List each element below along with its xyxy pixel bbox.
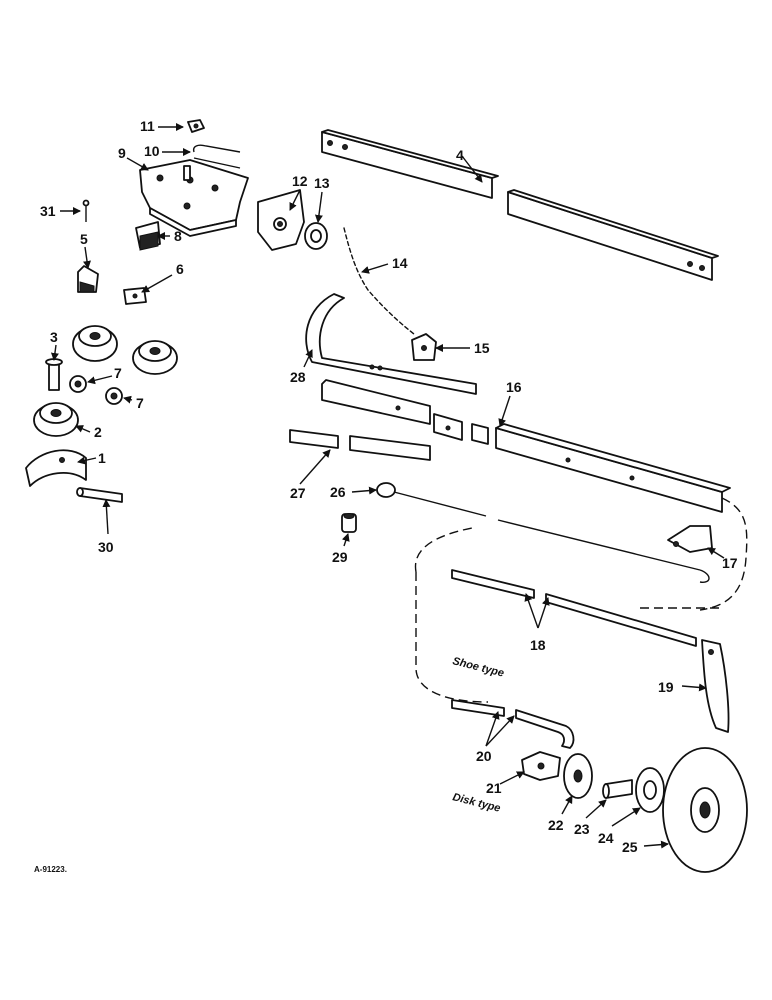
- callout-28: 28: [290, 369, 306, 385]
- u-bolt-part: [192, 144, 241, 169]
- callout-20: 20: [476, 748, 492, 764]
- callout-27: 27: [290, 485, 306, 501]
- callout-31: 31: [40, 203, 56, 219]
- hub-part: [635, 767, 665, 813]
- block-part: [471, 423, 489, 445]
- clevis-part: [411, 333, 437, 361]
- pulley-part: [132, 340, 178, 375]
- flange-part: [563, 753, 593, 799]
- callout-18: 18: [530, 637, 546, 653]
- callout-14: 14: [392, 255, 408, 271]
- callout-22: 22: [548, 817, 564, 833]
- shaft-part: [76, 487, 123, 503]
- callout-16: 16: [506, 379, 522, 395]
- roller-part: [304, 222, 328, 250]
- callout-8: 8: [174, 228, 182, 244]
- clip-part: [135, 221, 161, 251]
- bolt-part: [45, 358, 63, 391]
- callout-23: 23: [574, 821, 590, 837]
- nut-part: [105, 387, 123, 405]
- callout-29: 29: [332, 549, 348, 565]
- yoke-part: [521, 751, 561, 781]
- bracket-part: [77, 265, 99, 293]
- callout-labels: 1 2 3 4 5 6 7 7 8 9 10 11 12 13 14 15 16…: [40, 118, 738, 855]
- callout-24: 24: [598, 830, 614, 846]
- assembly-boundary: [414, 497, 748, 703]
- callout-15: 15: [474, 340, 490, 356]
- pulley-part: [33, 402, 79, 437]
- callout-10: 10: [144, 143, 160, 159]
- callout-3: 3: [50, 329, 58, 345]
- long-channel-part: [495, 423, 731, 513]
- callout-11: 11: [140, 118, 155, 134]
- bracket-part: [667, 525, 713, 553]
- washer-plate-part: [123, 287, 147, 305]
- channel-part: [321, 379, 431, 425]
- callout-7a: 7: [114, 365, 122, 381]
- rod-part: [451, 699, 575, 749]
- callout-12: 12: [292, 173, 308, 189]
- callout-1: 1: [98, 450, 106, 466]
- callout-21: 21: [486, 780, 502, 796]
- callout-26: 26: [330, 484, 346, 500]
- chain-part: [343, 227, 415, 335]
- eye-rod-part: [376, 482, 710, 583]
- callout-25: 25: [622, 839, 638, 855]
- callout-6: 6: [176, 261, 184, 277]
- callout-9: 9: [118, 145, 126, 161]
- callout-5: 5: [80, 231, 88, 247]
- callout-13: 13: [314, 175, 330, 191]
- mounting-plate-part: [139, 159, 249, 237]
- nut-part: [69, 375, 87, 393]
- shoe-part: [701, 639, 730, 733]
- pin-part: [82, 199, 90, 222]
- callout-2: 2: [94, 424, 102, 440]
- pulley-part: [72, 325, 118, 362]
- hanger-bracket-part: [257, 189, 305, 251]
- bar-part: [321, 129, 719, 281]
- callout-leaders: [50, 123, 725, 849]
- callout-19: 19: [658, 679, 674, 695]
- strap-part: [289, 429, 431, 461]
- caption-shoe-type: Shoe type: [451, 655, 505, 679]
- callout-7b: 7: [136, 395, 144, 411]
- callout-30: 30: [98, 539, 114, 555]
- shield-part: [25, 449, 87, 487]
- block-part: [433, 413, 463, 441]
- callout-17: 17: [722, 555, 738, 571]
- disk-blade-part: [662, 747, 748, 873]
- bushing-part: [341, 513, 357, 533]
- curved-arm-part: [305, 293, 477, 395]
- callout-4: 4: [456, 147, 464, 163]
- rod-part: [451, 569, 697, 647]
- spindle-part: [602, 779, 633, 799]
- nut-part: [187, 119, 205, 133]
- figure-code: A-91223.: [34, 865, 67, 874]
